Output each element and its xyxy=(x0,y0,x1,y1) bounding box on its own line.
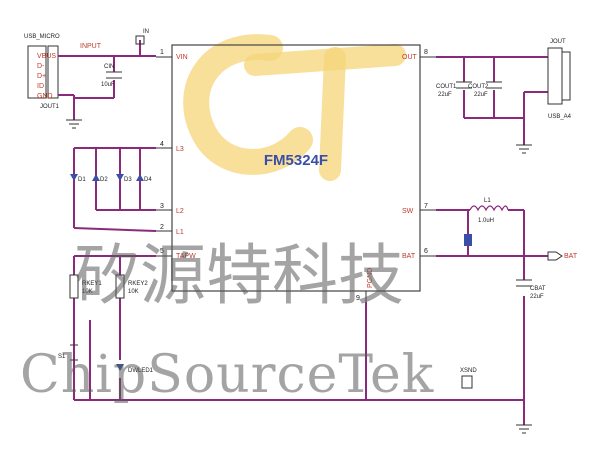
rkey2-value: 10K xyxy=(128,289,139,295)
jout-title: JOUT xyxy=(550,39,566,45)
pin-pgnd-label: PGND xyxy=(367,268,374,288)
watermark-chinese: 矽源特科技 xyxy=(74,237,404,314)
schottky-diode xyxy=(464,234,472,246)
watermark-english: ChipSourceTek xyxy=(20,345,434,405)
pin-2-number: 2 xyxy=(160,224,164,231)
pin-4-number: 4 xyxy=(160,141,164,148)
s1-ref: S1 xyxy=(58,354,66,360)
l1-ref: L1 xyxy=(484,198,491,204)
chipsourcetek-logo xyxy=(183,34,406,181)
net-in-label: IN xyxy=(143,29,149,35)
pin-1-number: 1 xyxy=(160,49,164,56)
cin-value: 10uF xyxy=(101,82,115,88)
d1-ref: D1 xyxy=(78,177,86,183)
net-bat-label: BAT xyxy=(564,253,578,260)
usb-pin-dm: D- xyxy=(37,63,45,70)
jout-ref: USB_A4 xyxy=(548,114,572,120)
cout2-value: 22uF xyxy=(474,92,488,98)
xsnd-ref: XSND xyxy=(460,368,477,374)
pin-8-number: 8 xyxy=(424,49,428,56)
pin-tapw-label: TAPW xyxy=(176,253,196,260)
d4-ref: D4 xyxy=(144,177,152,183)
pin-7-number: 7 xyxy=(424,203,428,210)
pin-sw-label: SW xyxy=(402,208,414,215)
rkey1-ref: RKEY1 xyxy=(82,281,102,287)
ic-name: FM5324F xyxy=(264,152,328,169)
pin-6-number: 6 xyxy=(424,248,428,255)
pin-5-number: 5 xyxy=(160,248,164,255)
l1-value: 1.0uH xyxy=(478,218,494,224)
cbat-value: 22uF xyxy=(530,294,544,300)
usb-a-output-connector: JOUT USB_A4 xyxy=(547,39,572,120)
pin-l2-label: L2 xyxy=(176,208,184,215)
usb-pin-dp: D+ xyxy=(37,73,46,80)
pin-9-number: 9 xyxy=(356,295,360,302)
usb-pin-gnd: GND xyxy=(37,93,53,100)
pin-3-number: 3 xyxy=(160,203,164,210)
dwled-diode xyxy=(116,364,124,371)
pin-vin-label: VIN xyxy=(176,54,188,61)
pin-l1-label: L1 xyxy=(176,229,184,236)
cin-ref: CIN xyxy=(104,64,114,70)
d3-ref: D3 xyxy=(124,177,132,183)
pin-bat-label: BAT xyxy=(402,253,416,260)
usb-micro-ref: JOUT1 xyxy=(40,104,60,110)
rkey2-ref: RKEY2 xyxy=(128,281,148,287)
pin-out-label: OUT xyxy=(402,54,418,61)
led-diodes xyxy=(70,174,144,181)
cout1-value: 22uF xyxy=(438,92,452,98)
usb-pin-vbus: VBUS xyxy=(37,53,56,60)
cout2-ref: COUT2 xyxy=(468,84,489,90)
usb-micro-connector: USB_MICRO VBUS D- D+ ID GND JOUT1 xyxy=(24,34,60,110)
ic-body xyxy=(171,44,421,292)
usb-pin-id: ID xyxy=(37,83,44,90)
d2-ref: D2 xyxy=(100,177,108,183)
cbat-ref: CBAT xyxy=(530,286,546,292)
dwled-ref: DWLED1 xyxy=(128,368,154,374)
pin-l3-label: L3 xyxy=(176,146,184,153)
inductor-l1 xyxy=(469,205,509,212)
net-input-label: INPUT xyxy=(80,43,102,50)
usb-micro-title: USB_MICRO xyxy=(24,34,60,40)
cout1-ref: COUT1 xyxy=(436,84,457,90)
rkey1-value: 10K xyxy=(82,289,93,295)
